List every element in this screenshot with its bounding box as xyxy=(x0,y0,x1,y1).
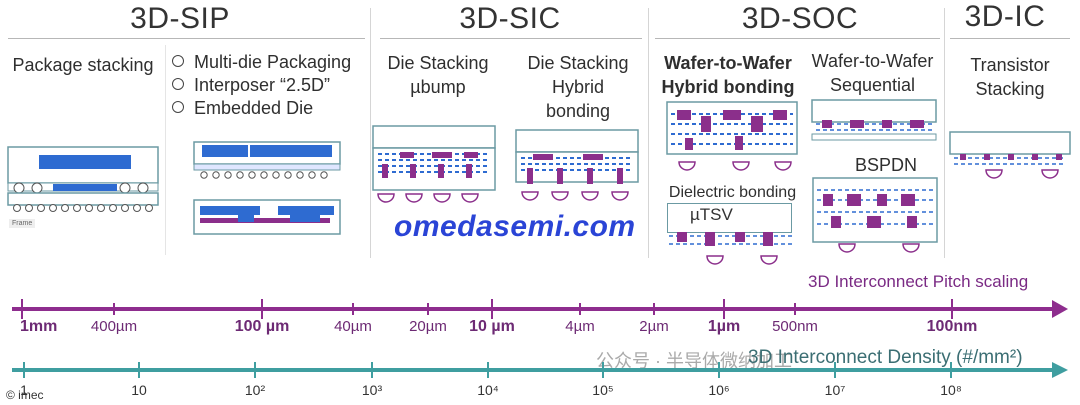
bullet-item: Multi-die Packaging xyxy=(172,51,351,74)
density-axis-title: 3D Interconnect Density (#/mm²) xyxy=(748,347,1023,368)
section-separator xyxy=(944,8,945,258)
label-transistor-stacking: Transistor Stacking xyxy=(970,55,1050,99)
density-tick-label: 10³ xyxy=(361,382,383,398)
pitch-tick-label: 1µm xyxy=(707,318,741,335)
pitch-tick-label: 1mm xyxy=(20,318,58,335)
die-stacking-hybrid-illustration xyxy=(515,129,639,201)
transistor-stacking-illustration xyxy=(949,131,1071,179)
label-package-stacking: Package stacking xyxy=(12,55,154,75)
density-axis-line xyxy=(12,362,1068,378)
section-title-3d-soc: 3D-SOC xyxy=(741,2,859,35)
watermark-text: omedasemi.com xyxy=(394,210,636,243)
density-tick-label: 10⁵ xyxy=(592,382,614,398)
die-stacking-ubump-illustration xyxy=(372,125,496,203)
density-arrow-head-icon xyxy=(1052,362,1068,378)
utsv-illustration xyxy=(669,232,793,265)
pitch-tick-label: 20µm xyxy=(409,318,447,335)
pitch-tick-label: 400µm xyxy=(90,318,138,335)
pitch-tick-label: 2µm xyxy=(639,318,669,335)
section-underline-ic xyxy=(950,38,1070,39)
w2w-hybrid-illustration xyxy=(666,101,798,171)
bullet-icon xyxy=(172,55,184,67)
copyright: © imec xyxy=(6,388,44,402)
multi-die-bullet-list: Multi-die Packaging Interposer “2.5D” Em… xyxy=(172,51,351,120)
pitch-tick-label: 100 µm xyxy=(234,318,290,335)
label-utsv: µTSV xyxy=(690,205,733,224)
section-underline-sip xyxy=(8,38,365,39)
bspdn-illustration xyxy=(812,177,938,253)
density-tick-label: 10⁴ xyxy=(477,382,499,398)
pitch-tick-label: 100nm xyxy=(926,318,978,335)
density-tick-label: 10⁸ xyxy=(940,382,962,398)
density-tick-label: 10 xyxy=(131,382,147,398)
bullet-icon xyxy=(172,78,184,90)
utsv-box xyxy=(667,203,792,233)
density-tick-label: 10⁷ xyxy=(824,382,846,398)
section-title-3d-ic: 3D-IC xyxy=(964,0,1046,33)
label-dielectric-bonding: Dielectric bonding xyxy=(668,184,797,201)
pitch-axis-title: 3D Interconnect Pitch scaling xyxy=(808,272,1029,291)
pitch-tick-label: 10 µm xyxy=(469,318,515,335)
package-stacking-illustration xyxy=(7,146,159,212)
pitch-axis-line xyxy=(12,299,1068,319)
section-title-3d-sic: 3D-SIC xyxy=(459,2,561,35)
bullet-icon xyxy=(172,101,184,113)
column-separator xyxy=(165,45,166,255)
bullet-item: Embedded Die xyxy=(172,97,351,120)
w2w-sequential-illustration xyxy=(811,99,937,141)
label-die-stacking-ubump: Die Stacking µbump xyxy=(387,53,489,97)
pitch-tick-label: 40µm xyxy=(334,318,372,335)
section-separator xyxy=(648,8,649,258)
section-underline-soc xyxy=(655,38,940,39)
label-bspdn: BSPDN xyxy=(854,155,917,175)
pitch-tick-label: 4µm xyxy=(565,318,595,335)
density-tick-label: 10⁶ xyxy=(708,382,730,398)
density-tick-label: 10² xyxy=(244,382,266,398)
label-w2w-hybrid: Wafer-to-Wafer Hybrid bonding xyxy=(661,53,795,97)
pitch-arrow-head-icon xyxy=(1052,300,1068,318)
label-w2w-sequential: Wafer-to-Wafer Sequential xyxy=(811,51,934,95)
wechat-overlay: 公众号 · 半导体微纳加工 xyxy=(596,351,792,371)
label-die-stacking-hybrid: Die Stacking Hybrid bonding xyxy=(527,53,629,121)
multi-die-illustration xyxy=(193,141,341,235)
section-separator xyxy=(370,8,371,258)
density-tick-label: 1 xyxy=(20,382,28,398)
section-title-3d-sip: 3D-SIP xyxy=(130,2,230,35)
pitch-tick-label: 500nm xyxy=(772,318,818,335)
section-underline-sic xyxy=(380,38,642,39)
bullet-item: Interposer “2.5D” xyxy=(172,74,351,97)
frame-tag: Frame xyxy=(9,219,36,228)
